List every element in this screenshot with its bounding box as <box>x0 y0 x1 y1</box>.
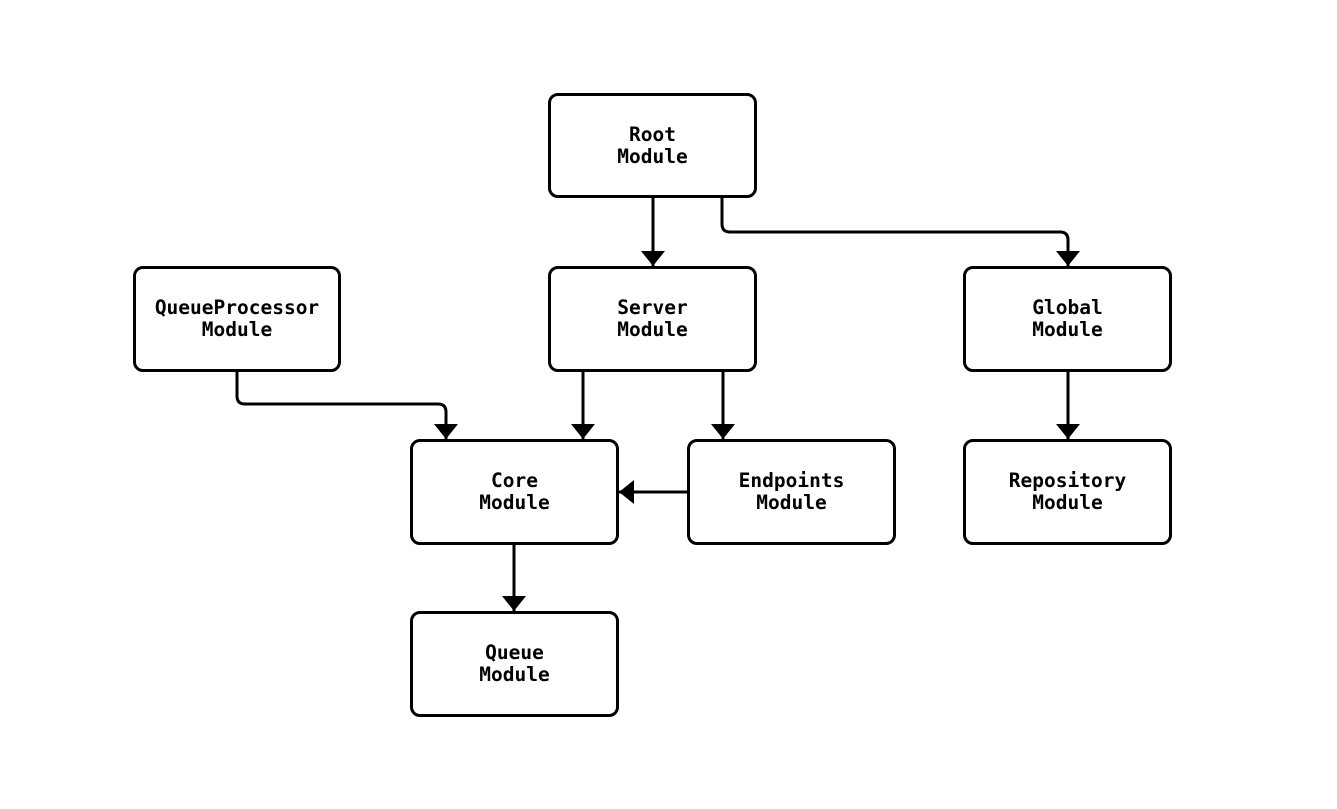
node-label-line: Endpoints <box>738 469 845 492</box>
node-label-line: Server <box>617 296 688 319</box>
edge-root-global <box>720 198 1080 266</box>
node-label-line: QueueProcessor <box>154 296 320 319</box>
node-label-line: Queue <box>485 641 544 664</box>
node-label-line: Repository <box>1008 469 1127 492</box>
node-label-line: Module <box>479 491 550 514</box>
node-label-line: Core <box>491 469 538 492</box>
node-label-line: Module <box>1032 318 1103 341</box>
node-label-line: Module <box>479 663 550 686</box>
node-label-line: Module <box>756 491 827 514</box>
node-label-line: Module <box>1032 491 1103 514</box>
node-label-line: Module <box>201 318 273 341</box>
node-label-line: Module <box>617 144 688 168</box>
node-label-line: Global <box>1032 296 1103 319</box>
node-label-line: Module <box>617 318 688 341</box>
node-label-line: Root <box>629 122 676 146</box>
edge-queueprocessor-core <box>235 372 458 439</box>
